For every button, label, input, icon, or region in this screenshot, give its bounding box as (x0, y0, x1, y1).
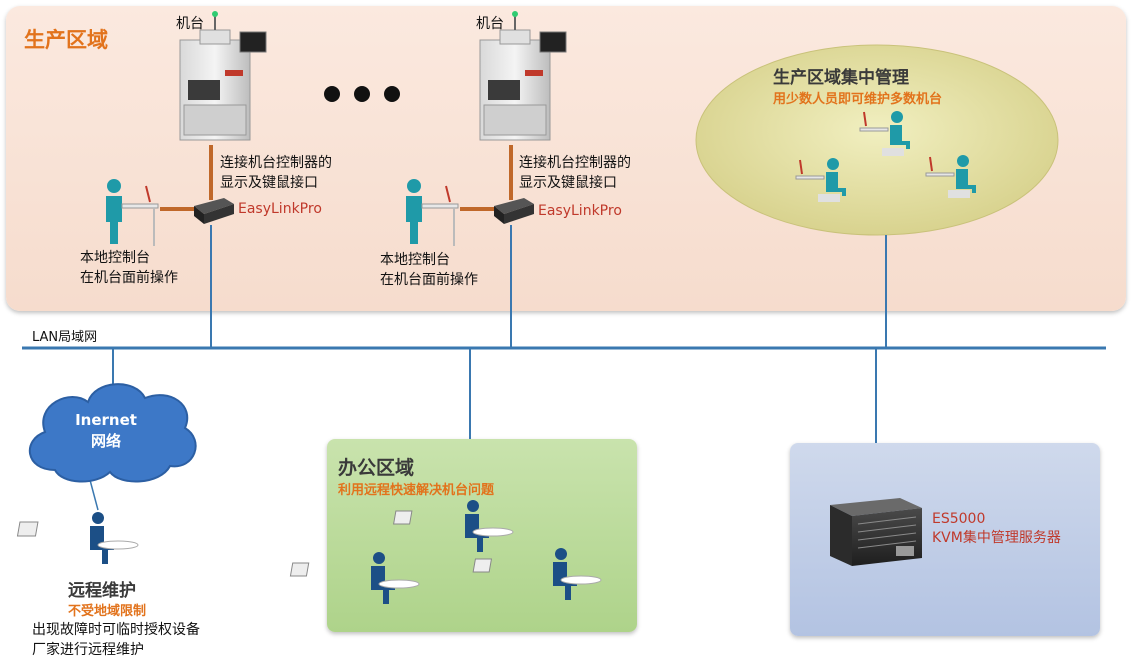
local-operator-2-icon (406, 179, 459, 246)
lan-label: LAN局域网 (32, 330, 98, 345)
remote-maintenance-desc: 出现故障时可临时授权设备 厂家进行远程维护 (32, 622, 200, 658)
lan-network-lines (22, 225, 1106, 511)
office-user-1-icon (393, 500, 514, 552)
local-console-1-text: 本地控制台 在机台面前操作 (80, 250, 178, 286)
server-desc: KVM集中管理服务器 (932, 530, 1061, 546)
local-operator-1-icon (106, 179, 159, 246)
office-zone-subtitle: 利用远程快速解决机台问题 (338, 483, 495, 498)
machine-2-icon (479, 11, 567, 141)
central-operator-1-icon (859, 111, 910, 156)
more-machines-dots (324, 86, 400, 102)
connect-note-2: 连接机台控制器的 显示及键鼠接口 (519, 155, 631, 191)
connect-note-1: 连接机台控制器的 显示及键鼠接口 (220, 155, 332, 191)
office-user-3-icon (472, 548, 602, 600)
machine-1-label: 机台 (176, 16, 204, 32)
production-zone-title: 生产区域 (24, 28, 108, 52)
easylinkpro-device-1-icon (194, 198, 234, 224)
central-operator-3-icon (925, 155, 976, 198)
server-info: ES5000 KVM集中管理服务器 (932, 510, 1061, 548)
server-model: ES5000 (932, 511, 986, 527)
central-operator-2-icon (795, 158, 846, 202)
machine-1-icon (179, 11, 267, 141)
remote-maintenance-subtitle: 不受地域限制 (68, 604, 147, 619)
office-user-2-icon (289, 552, 420, 604)
local-console-2-text: 本地控制台 在机台面前操作 (380, 252, 478, 288)
internet-label: Inernet 网络 (75, 411, 137, 450)
internet-cloud-icon (28, 383, 197, 483)
machine-2-label: 机台 (476, 16, 504, 32)
office-zone-title: 办公区域 (338, 457, 415, 479)
kvm-cables (160, 145, 513, 211)
kvm-server-icon (830, 498, 922, 566)
easylinkpro-label-2: EasyLinkPro (538, 203, 622, 219)
central-management-title: 生产区域集中管理 (773, 68, 909, 88)
remote-maintenance-title: 远程维护 (68, 581, 136, 601)
easylinkpro-label-1: EasyLinkPro (238, 201, 322, 217)
remote-engineer-icon (16, 512, 139, 564)
easylinkpro-device-2-icon (494, 198, 534, 224)
central-management-subtitle: 用少数人员即可维护多数机台 (773, 92, 943, 107)
